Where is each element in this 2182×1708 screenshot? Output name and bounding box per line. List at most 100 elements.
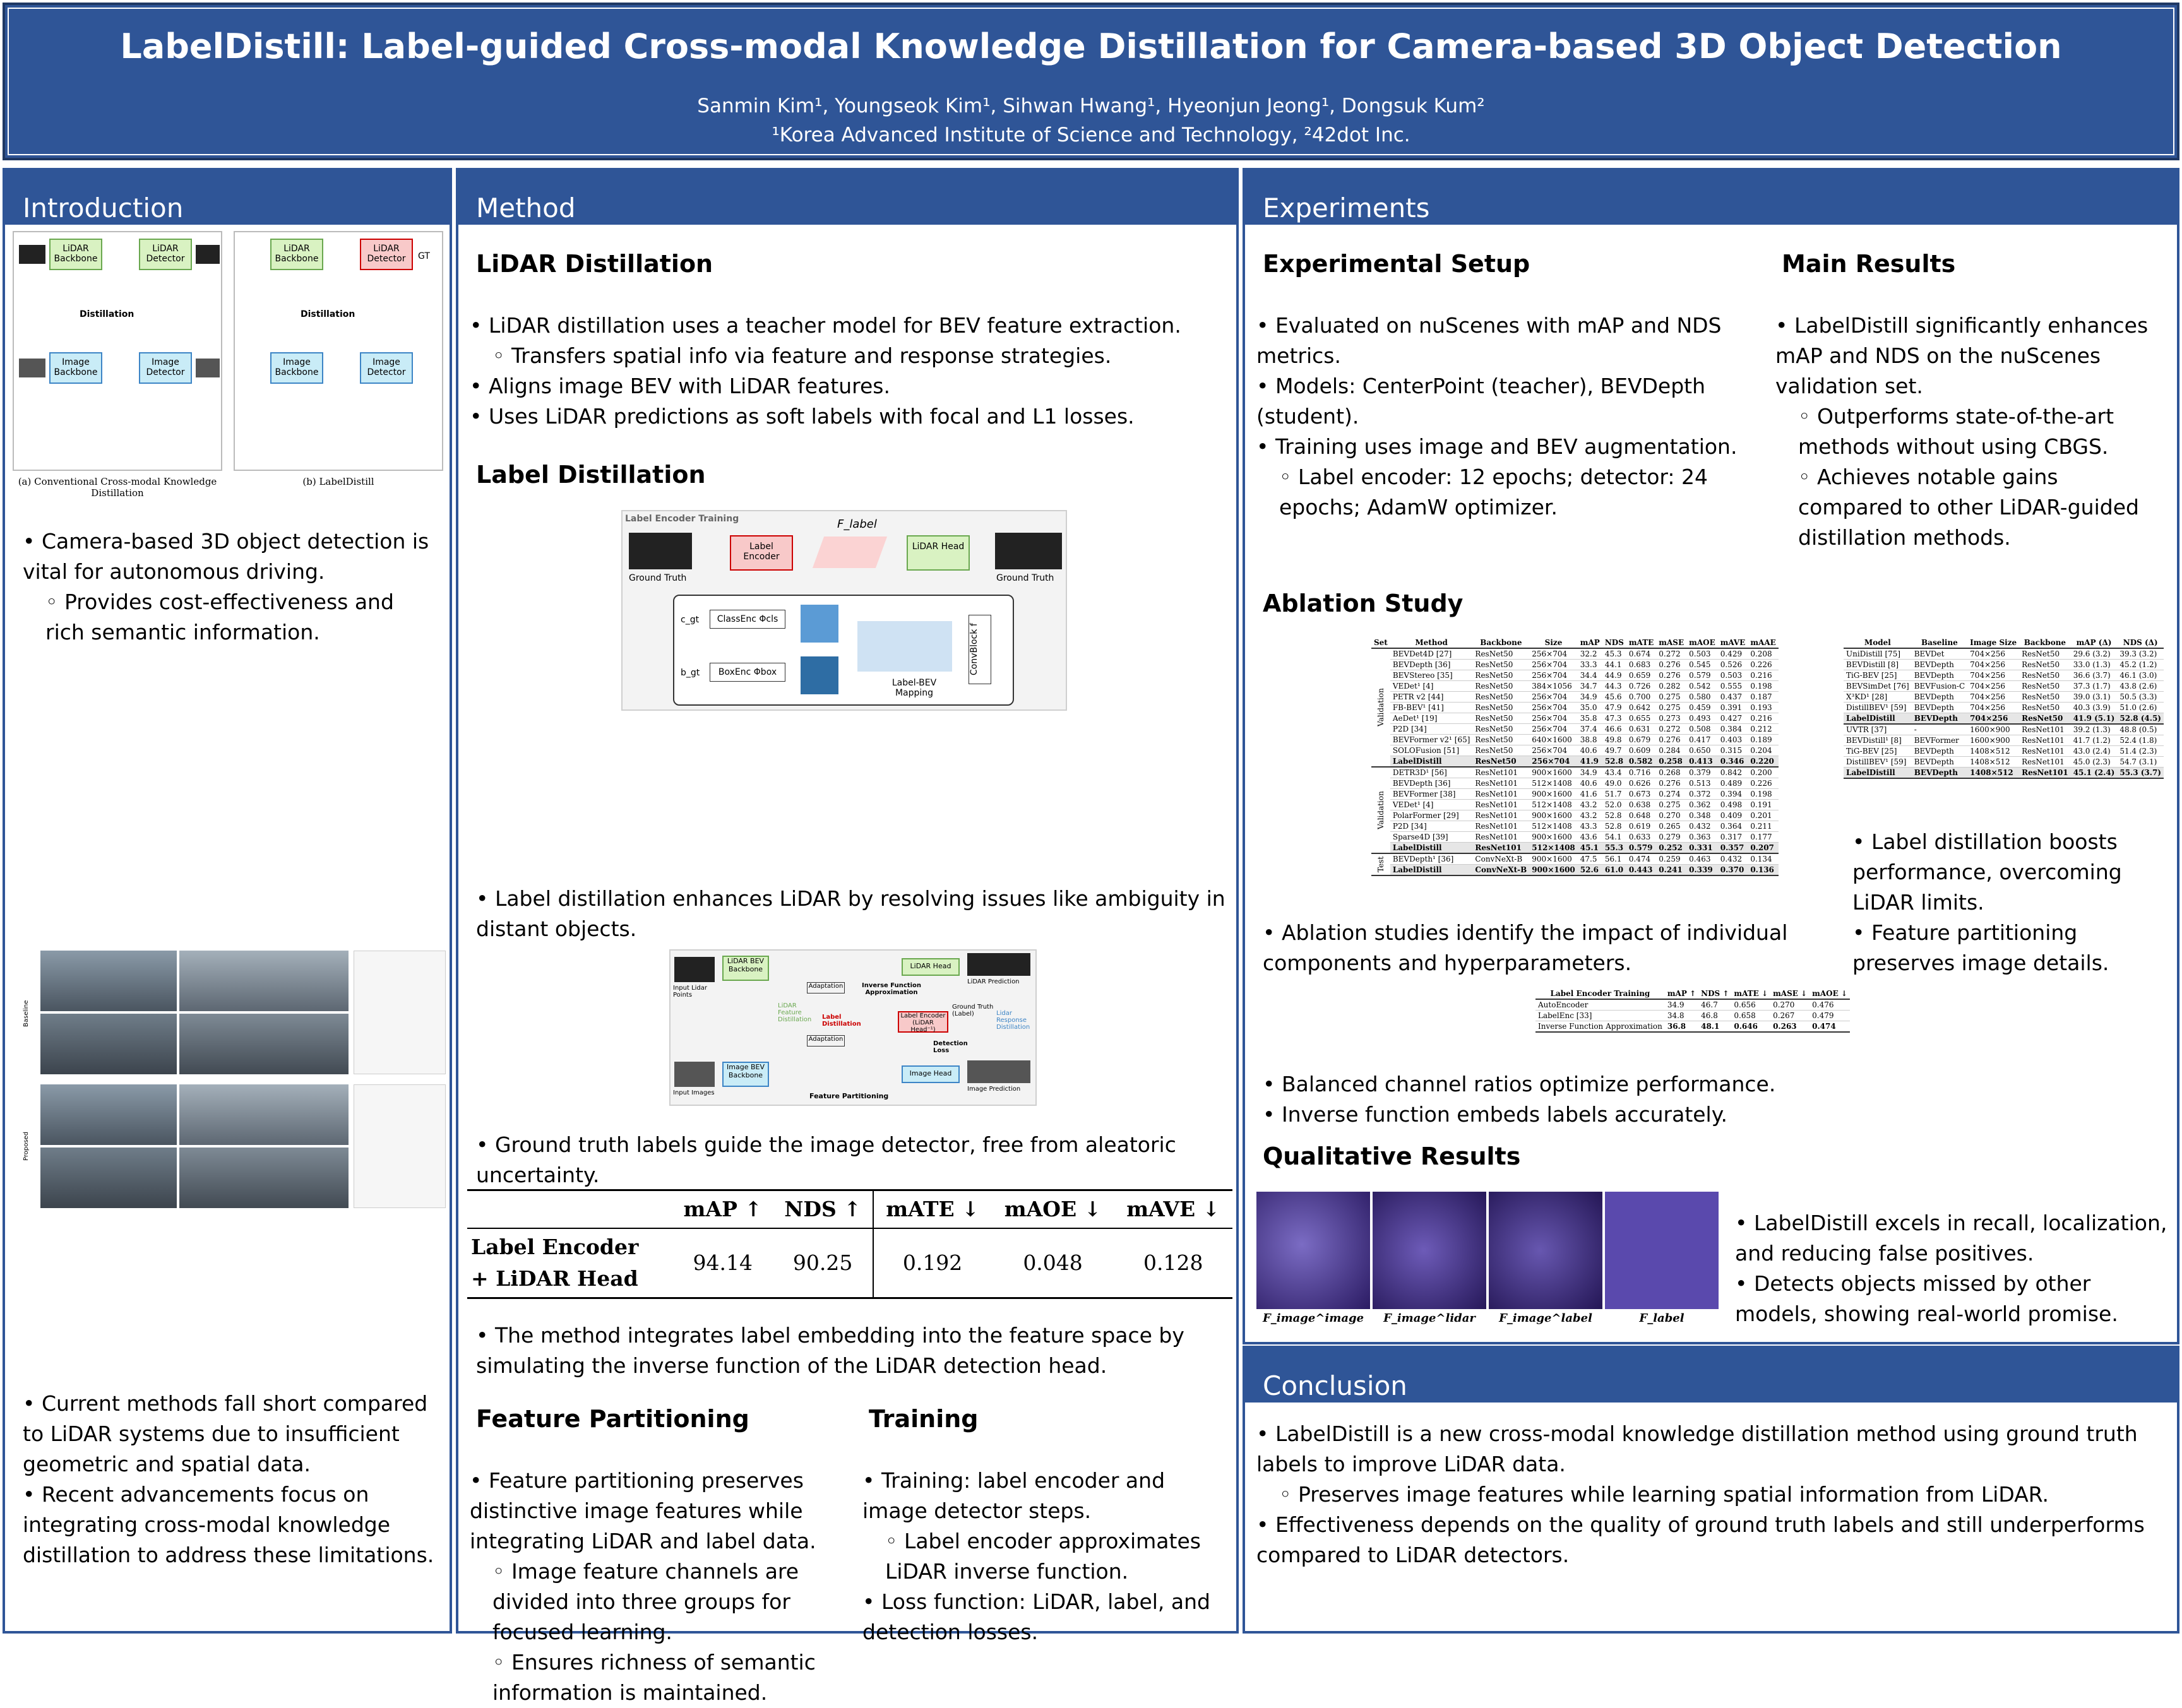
table-cell: BEVDepth (1911, 713, 1968, 725)
table-cell: 0.273 (1656, 713, 1687, 724)
bullet-item: • Inverse function embeds labels accurat… (1263, 1102, 1728, 1127)
boxenc-box: BoxEnc Φbox (710, 663, 785, 682)
table-cell: 0.216 (1748, 670, 1779, 681)
bullet-item: • Evaluated on nuScenes with mAP and NDS… (1256, 313, 1722, 368)
bullet-item: • Recent advancements focus on integrati… (23, 1482, 434, 1567)
table-cell: 900×1600 (1529, 864, 1578, 876)
table-cell: X³KD¹ [28] (1844, 691, 1912, 703)
bullet-item: • Uses LiDAR predictions as soft labels … (470, 404, 1135, 429)
ablation-right-bullets: • Label distillation boosts performance,… (1852, 827, 2168, 978)
gt-bev-image (629, 533, 692, 569)
table-cell: 640×1600 (1529, 734, 1578, 745)
table-cell: 0.631 (1626, 723, 1657, 735)
table-cell: 43.2 (1577, 810, 1602, 821)
table-cell: FB-BEV¹ [41] (1390, 702, 1473, 713)
table-cell: 0.275 (1656, 702, 1687, 713)
table-cell: 0.216 (1748, 713, 1779, 724)
table-cell: 0.646 (1731, 1021, 1771, 1033)
table-cell: BEVDepth¹ [36] (1390, 853, 1473, 865)
table-cell: ResNet101 (1472, 810, 1530, 821)
table-cell: 47.3 (1602, 713, 1626, 724)
table-cell: 45.6 (1602, 691, 1626, 703)
architecture-figure: Input Lidar Points LiDAR BEV Backbone Li… (669, 949, 1037, 1106)
table-header-cell: Model (1844, 638, 1912, 649)
gt-label: GT (418, 251, 430, 261)
table-cell: 256×704 (1529, 648, 1578, 660)
table-cell: ResNet50 (1472, 745, 1530, 756)
table-cell: 41.9 (1577, 756, 1602, 768)
table-cell: ResNet101 (2019, 735, 2071, 746)
table-cell: 704×256 (1967, 670, 2020, 681)
table-cell: 0.443 (1626, 864, 1657, 876)
table-cell: 0.582 (1626, 756, 1657, 768)
table-cell: 0.279 (1656, 831, 1687, 843)
table-header-cell: NDS ↑ (1698, 988, 1732, 1000)
table-cell: 256×704 (1529, 691, 1578, 703)
table-header-cell: mATE ↓ (872, 1190, 992, 1228)
table-cell: DistillBEV¹ [59] (1844, 756, 1912, 768)
table-cell: 704×256 (1967, 680, 2020, 692)
table-cell: 0.513 (1686, 778, 1718, 789)
table-cell: 44.9 (1602, 670, 1626, 681)
table-cell: 0.679 (1626, 734, 1657, 745)
image-backbone-box: Image Backbone (49, 352, 102, 384)
table-cell: 900×1600 (1529, 788, 1578, 800)
table-cell: 0.267 (1770, 1010, 1810, 1021)
bullet-item: • Label distillation boosts performance,… (1852, 829, 2122, 915)
feature-map (1373, 1192, 1486, 1309)
conclusion-bullets: • LabelDistill is a new cross-modal know… (1256, 1419, 2166, 1570)
flabel-tensor (812, 537, 888, 568)
table-cell: LabelDistill (1844, 713, 1912, 725)
table-cell: 0.700 (1626, 691, 1657, 703)
table-cell: BEVDepth [36] (1390, 659, 1473, 670)
ablation-bullet-1: • Ablation studies identify the impact o… (1263, 920, 1788, 975)
image-detector-box: Image Detector (139, 352, 192, 384)
table-cell: 256×704 (1529, 745, 1578, 756)
table-cell: 0.638 (1626, 799, 1657, 810)
table-cell: ResNet50 (1472, 713, 1530, 724)
table-cell: PolarFormer [29] (1390, 810, 1473, 821)
bullet-item: • Loss function: LiDAR, label, and detec… (862, 1589, 1210, 1644)
table-cell: BEVDepth (1911, 659, 1968, 670)
table-cell: 56.1 (1602, 853, 1626, 865)
table-cell: 0.198 (1748, 788, 1779, 800)
lidar-response-distillation-label: Lidar Response Distillation (996, 1010, 1030, 1031)
table-cell: 0.674 (1626, 648, 1657, 660)
qualitative-figure (1256, 1192, 1724, 1318)
table-cell: 40.6 (1577, 778, 1602, 789)
table-cell: 900×1600 (1529, 853, 1578, 865)
table-header-cell: NDS (1602, 638, 1626, 649)
label-encoder-training-title: Label Encoder Training (625, 514, 739, 524)
table-cell: 61.0 (1602, 864, 1626, 876)
table-cell: VEDet¹ [4] (1390, 680, 1473, 692)
table-cell: BEVDistill¹ [8] (1844, 735, 1912, 746)
table-cell: 0.842 (1717, 767, 1748, 778)
gt-right-label: Ground Truth (996, 573, 1054, 583)
set-label-cell: Test (1371, 853, 1390, 875)
table-cell: 900×1600 (1529, 810, 1578, 821)
table-cell: 256×704 (1529, 723, 1578, 735)
table-cell: 54.1 (1602, 831, 1626, 843)
table-cell: 45.1 (2.4) (2070, 767, 2118, 779)
table-cell: 0.427 (1717, 713, 1748, 724)
proposed-side-label: Proposed (23, 1131, 30, 1161)
table-header-cell: Image Size (1967, 638, 2020, 649)
table-cell: ResNet50 (2019, 691, 2071, 703)
table-cell: 51.7 (1602, 788, 1626, 800)
table-cell: ResNet101 (1472, 842, 1530, 854)
table-cell: 0.193 (1748, 702, 1779, 713)
bev-plot (354, 951, 446, 1074)
caption-image-lidar: F_image^lidar (1383, 1312, 1476, 1325)
table-cell: 54.7 (3.1) (2117, 756, 2164, 768)
lidar-detector-box-b: LiDAR Detector (360, 239, 413, 270)
table-cell: 49.8 (1602, 734, 1626, 745)
feature-map (1256, 1192, 1370, 1309)
table-cell: 36.8 (1664, 1021, 1699, 1033)
table-header-cell: Backbone (1472, 638, 1530, 649)
table-header-cell: Backbone (2019, 638, 2071, 649)
